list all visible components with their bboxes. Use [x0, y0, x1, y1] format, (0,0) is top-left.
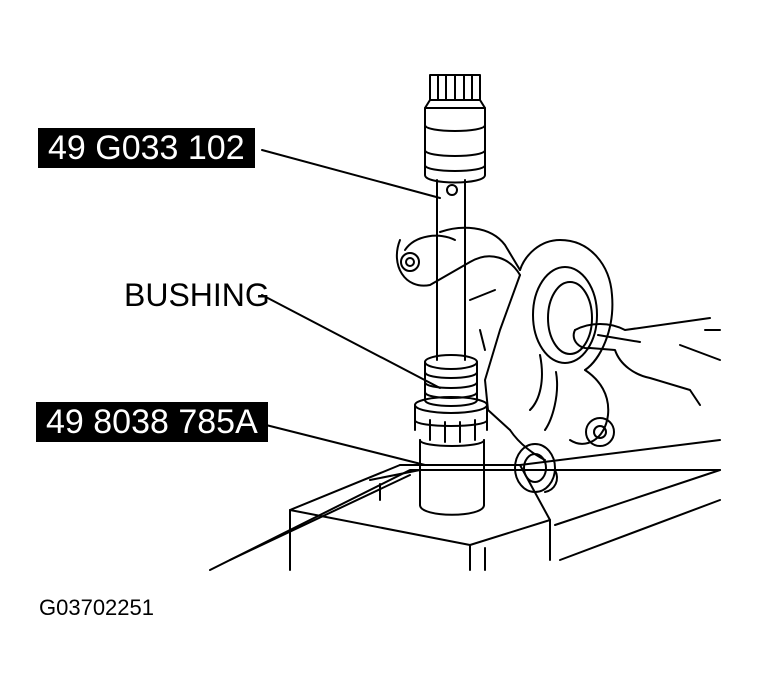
- hand: [572, 317, 721, 406]
- installer-tool-upper: [424, 74, 486, 361]
- label-bushing: BUSHING: [124, 277, 270, 313]
- steering-knuckle: [395, 226, 615, 493]
- callout-tool-lower-text: 49 8038 785A: [46, 403, 258, 441]
- installer-tool-lower: [414, 396, 488, 516]
- press-bed: [209, 439, 721, 571]
- leader-lower: [261, 423, 426, 466]
- leader-bushing: [261, 294, 441, 389]
- callout-tool-upper-text: 49 G033 102: [48, 129, 245, 167]
- leader-upper: [261, 149, 441, 199]
- figure-id: G03702251: [39, 595, 154, 620]
- bushing: [424, 354, 478, 407]
- leader-lines: [261, 149, 441, 466]
- callout-tool-lower: 49 8038 785A: [36, 402, 268, 442]
- callout-tool-upper: 49 G033 102: [38, 128, 255, 168]
